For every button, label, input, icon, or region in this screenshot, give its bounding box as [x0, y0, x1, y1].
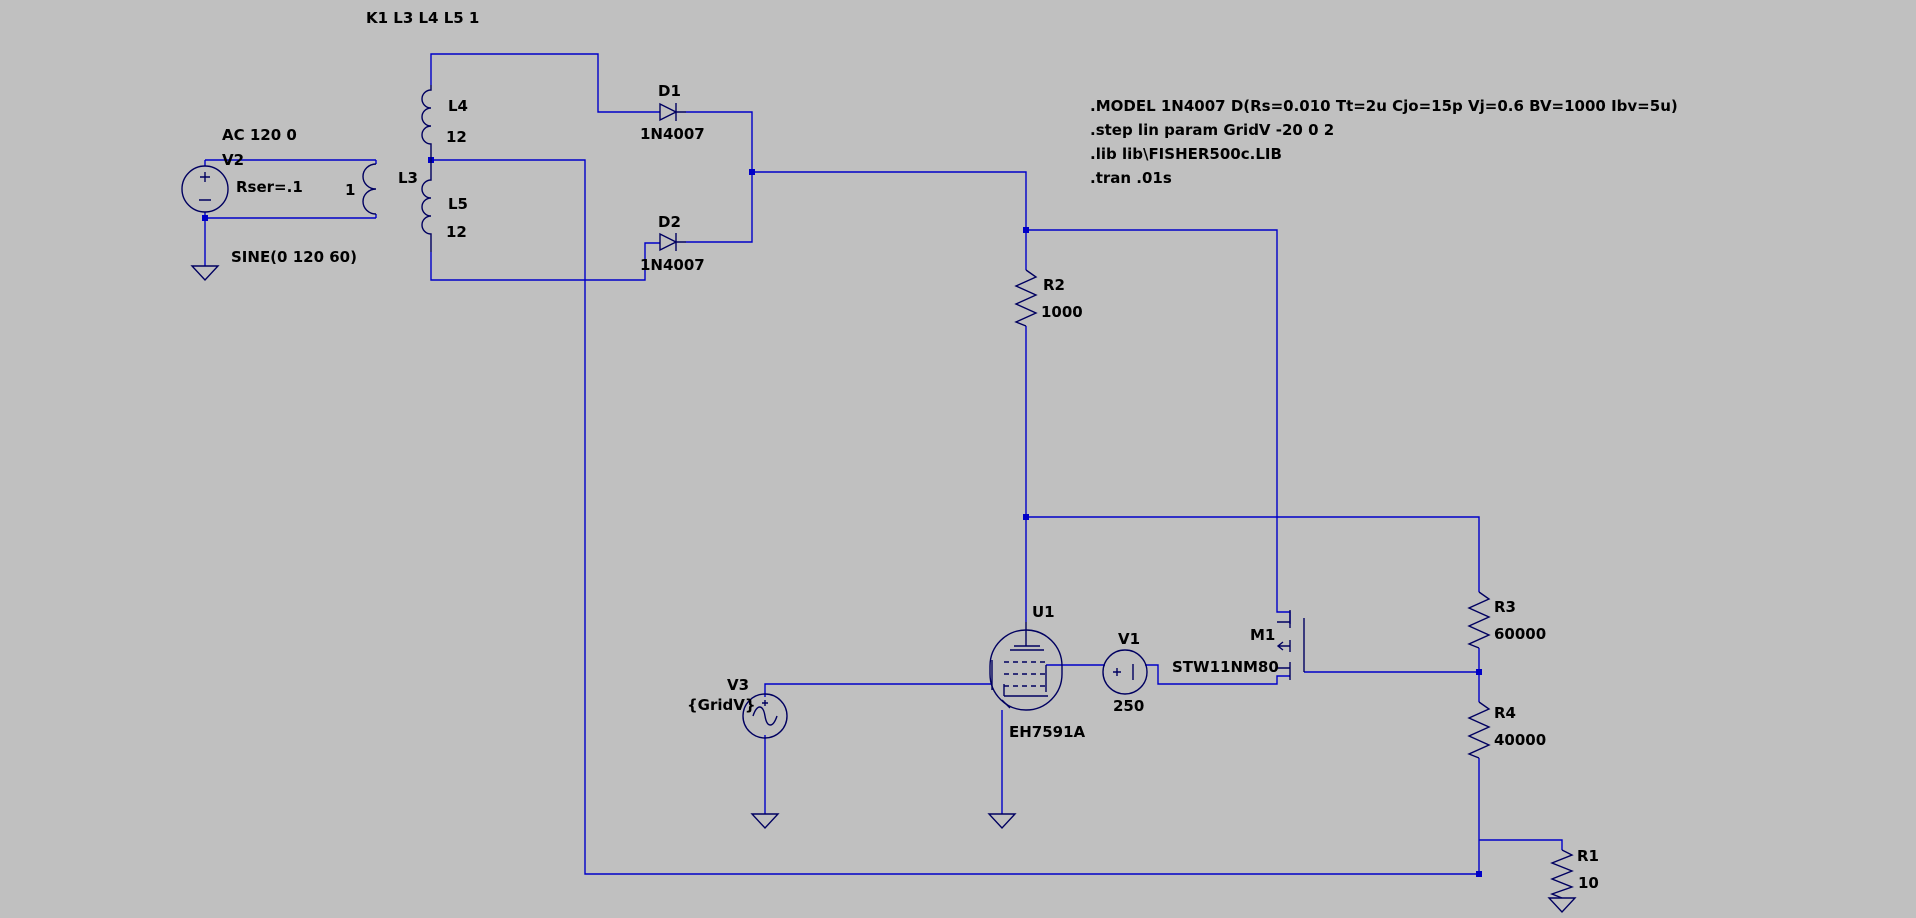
- m1-value-label: STW11NM80: [1172, 658, 1279, 676]
- l4-inductor[interactable]: [421, 85, 432, 160]
- m1-mosfet[interactable]: [1276, 610, 1305, 680]
- l5-value-label: 12: [446, 223, 467, 241]
- r2-resistor[interactable]: [1014, 269, 1038, 327]
- l3-inductor[interactable]: [362, 163, 377, 215]
- r1-resistor[interactable]: [1550, 849, 1574, 899]
- r4-resistor[interactable]: [1467, 701, 1491, 759]
- v3-value-label: {GridV}: [687, 696, 756, 714]
- r3-value-label: 60000: [1494, 625, 1546, 643]
- v3-name-label: V3: [727, 676, 749, 694]
- directive-lib[interactable]: .lib lib\FISHER500c.LIB: [1090, 145, 1282, 163]
- v2-rser-label: Rser=.1: [236, 178, 303, 196]
- r1-name-label: R1: [1577, 847, 1599, 865]
- v1-voltage-source[interactable]: [1102, 649, 1148, 695]
- r1-value-label: 10: [1578, 874, 1599, 892]
- ground-icon-v3: [750, 813, 780, 830]
- ground-icon-r1: [1547, 897, 1577, 914]
- u1-name-label: U1: [1032, 603, 1055, 621]
- l4-name-label: L4: [448, 97, 468, 115]
- d2-value-label: 1N4007: [640, 256, 705, 274]
- d1-diode[interactable]: [659, 102, 686, 122]
- ground-icon-v2: [190, 265, 220, 282]
- d1-name-label: D1: [658, 82, 681, 100]
- l3-value-label: 1: [345, 181, 355, 199]
- d2-name-label: D2: [658, 213, 681, 231]
- v2-name-label: V2: [222, 151, 244, 169]
- r3-resistor[interactable]: [1467, 591, 1491, 649]
- d1-value-label: 1N4007: [640, 125, 705, 143]
- spice-directives[interactable]: .MODEL 1N4007 D(Rs=0.010 Tt=2u Cjo=15p V…: [1090, 97, 1678, 187]
- directive-step[interactable]: .step lin param GridV -20 0 2: [1090, 121, 1334, 139]
- v1-value-label: 250: [1113, 697, 1144, 715]
- m1-name-label: M1: [1250, 626, 1275, 644]
- r3-name-label: R3: [1494, 598, 1516, 616]
- v2-ac-label: AC 120 0: [222, 126, 297, 144]
- directive-model[interactable]: .MODEL 1N4007 D(Rs=0.010 Tt=2u Cjo=15p V…: [1090, 97, 1678, 115]
- u1-value-label: EH7591A: [1009, 723, 1086, 741]
- v1-name-label: V1: [1118, 630, 1140, 648]
- l5-inductor[interactable]: [421, 160, 432, 252]
- u1-tube[interactable]: [989, 622, 1063, 711]
- v3-sine-source[interactable]: [742, 693, 788, 739]
- r4-value-label: 40000: [1494, 731, 1546, 749]
- d2-diode[interactable]: [659, 232, 686, 252]
- ground-icon-u1: [987, 813, 1017, 830]
- l4-value-label: 12: [446, 128, 467, 146]
- r2-value-label: 1000: [1041, 303, 1083, 321]
- r2-name-label: R2: [1043, 276, 1065, 294]
- v2-voltage-source[interactable]: [181, 165, 229, 213]
- v2-wave-label: SINE(0 120 60): [231, 248, 357, 266]
- coupling-directive[interactable]: K1 L3 L4 L5 1: [366, 9, 479, 27]
- l3-name-label: L3: [398, 169, 418, 187]
- directive-tran[interactable]: .tran .01s: [1090, 169, 1172, 187]
- l5-name-label: L5: [448, 195, 468, 213]
- r4-name-label: R4: [1494, 704, 1516, 722]
